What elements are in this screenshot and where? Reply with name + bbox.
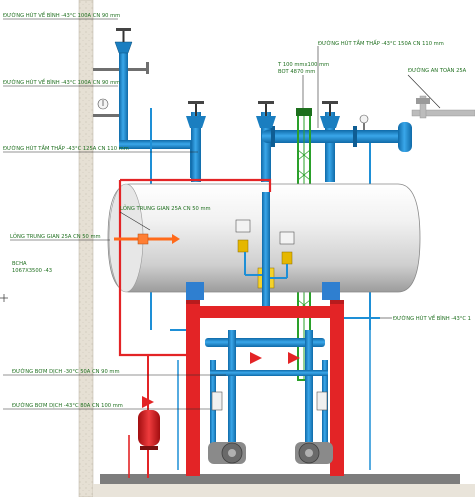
- expansion-tank: [138, 410, 160, 446]
- support-frame: [186, 300, 344, 476]
- label-level-pipe-2: BOT 4870 mm: [278, 69, 315, 75]
- solenoid-valve-2-body: [281, 251, 293, 265]
- center-downpipe: [262, 192, 270, 312]
- tank-base: [140, 446, 158, 450]
- concrete-wall: [78, 0, 94, 497]
- label-intermediate-inner: LỎNG TRUNG GIAN 25A CN 50 mm: [120, 204, 211, 212]
- level-column-cap: [296, 108, 312, 116]
- safety-line-pipe: [411, 109, 475, 117]
- suction-riser-center: [261, 112, 271, 182]
- suction-return-elbow: [119, 140, 199, 149]
- pump-right: [295, 442, 333, 464]
- saddle-left: [186, 282, 204, 300]
- header-end-bend: [398, 122, 412, 152]
- label-level-pipe-1: T 100 mmx100 mm: [277, 62, 329, 68]
- low-suction-header: [262, 130, 410, 143]
- lower-header: [210, 370, 328, 376]
- filter-right: [316, 391, 328, 411]
- label-pump-line-2: ĐƯỜNG BƠM DỊCH -43°C 80A CN 100 mm: [12, 402, 123, 409]
- frame-cap-right: [330, 300, 344, 304]
- label-pump-line-1: ĐƯỜNG BƠM DỊCH -30°C 50A CN 90 mm: [12, 368, 120, 375]
- label-suction-low-left: ĐƯỜNG HÚT TẦM THẤP -43°C 125A CN 110 mm: [3, 144, 129, 152]
- filter-left: [211, 391, 223, 411]
- pump-riser-right: [305, 330, 313, 450]
- riser-valve-left: [186, 116, 206, 128]
- crosshair-marker: [0, 294, 8, 302]
- wall-bracket-mid: [93, 114, 121, 117]
- label-intermediate-outer: LỎNG TRUNG GIAN 25A CN 50 mm: [10, 232, 101, 240]
- header-flange-left: [271, 126, 275, 147]
- suction-return-riser: [119, 52, 128, 148]
- top-valve-handwheel: [116, 28, 131, 31]
- pressure-gauge: [359, 114, 369, 124]
- frame-cap-left: [186, 300, 200, 304]
- equipment-base: [100, 474, 460, 484]
- label-safety-line: ĐƯỜNG AN TOÀN 25A: [408, 67, 467, 74]
- check-valve-2: [288, 352, 300, 364]
- pump-riser-left: [228, 330, 236, 450]
- inlet-valve: [137, 233, 149, 245]
- suction-riser-left: [191, 112, 201, 182]
- pump-left: [208, 442, 246, 464]
- riser-valve-center: [256, 116, 276, 128]
- label-vessel-name: BCHA: [12, 261, 27, 267]
- saddle-right: [322, 282, 340, 300]
- top-valve-stem: [122, 30, 125, 42]
- header-flange-right: [353, 126, 357, 147]
- bracket-post: [146, 62, 149, 74]
- label-suction-return-top: ĐƯỜNG HÚT VỀ BÌNH -43°C 100A CN 90 mm: [3, 11, 120, 19]
- solenoid-valve-1-body: [237, 239, 249, 253]
- solenoid-valve-1: [235, 219, 251, 233]
- safety-relief-valve: [416, 98, 430, 104]
- riser-valve-right: [320, 116, 340, 128]
- top-valve-body: [114, 41, 133, 54]
- label-suction-return-right: ĐƯỜNG HÚT VỀ BÌNH -43°C 1: [393, 314, 471, 322]
- floor-slab: [93, 484, 475, 497]
- label-suction-return-mid: ĐƯỜNG HÚT VỀ BÌNH -43°C 100A CN 90 mm: [3, 78, 120, 86]
- safety-line-drop: [419, 95, 427, 119]
- label-suction-low-top: ĐƯỜNG HÚT TẦM THẤP -43°C 150A CN 110 mm: [318, 39, 444, 47]
- solenoid-valve-2: [279, 231, 295, 245]
- label-vessel-size: 1067X3500 -43: [12, 268, 52, 274]
- check-valve-1: [250, 352, 262, 364]
- suction-riser-right: [325, 112, 335, 182]
